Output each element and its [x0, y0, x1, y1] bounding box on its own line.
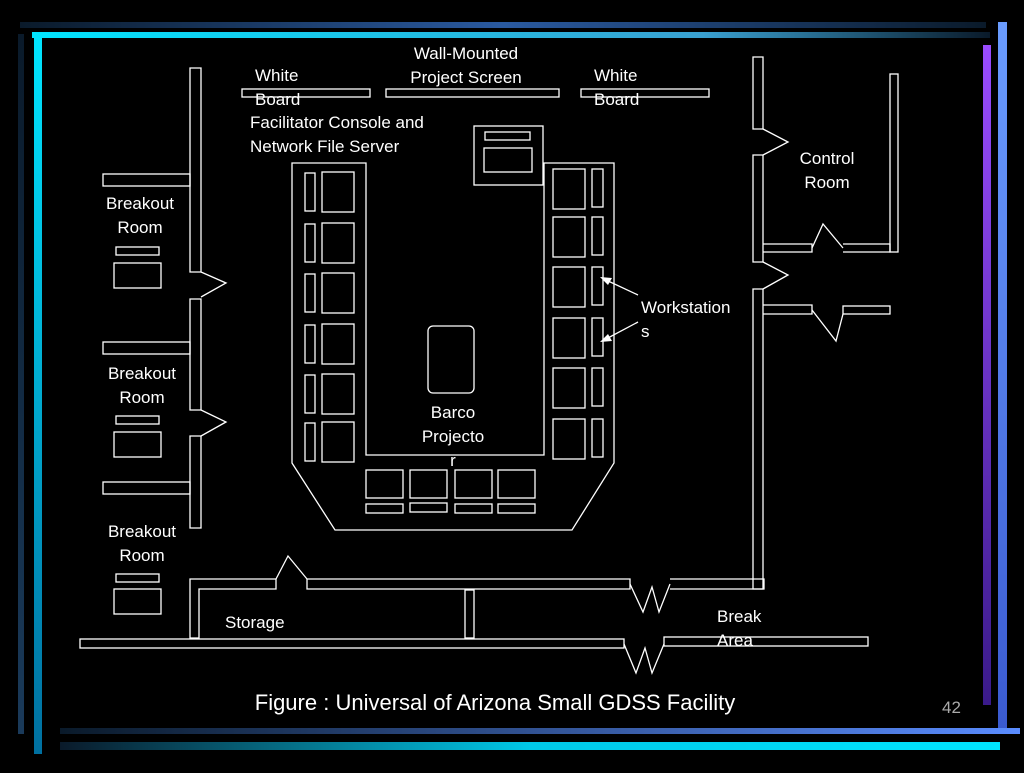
left-wall	[189, 67, 228, 529]
white-board-right-label: White Board	[594, 66, 640, 109]
figure-caption: Figure : Universal of Arizona Small GDSS…	[254, 690, 736, 715]
breakout-room-3-label: Breakout Room	[107, 522, 177, 565]
workstation-arrows	[605, 279, 639, 340]
bottom-workstations	[365, 469, 536, 514]
slide-border-decoration	[18, 22, 1020, 754]
facilitator-console-label: Facilitator Console and Network File Ser…	[250, 113, 424, 156]
control-room-label: Control Room	[799, 149, 855, 192]
wall-mounted-screen-label: Wall-Mounted Project Screen	[410, 44, 522, 87]
right-workstations	[552, 168, 604, 460]
breakout-rooms-shapes	[102, 173, 191, 615]
arrow-heads	[600, 277, 612, 342]
white-board-right-shape	[580, 88, 710, 98]
barco-projector-shape	[427, 325, 475, 394]
bottom-wall	[79, 636, 869, 675]
white-board-left-label: White Board	[255, 66, 301, 109]
breakout-room-2-label: Breakout Room	[107, 364, 177, 407]
main-table-outline	[291, 162, 615, 531]
workstations-label: Workstation s	[641, 298, 731, 341]
white-board-left-shape	[241, 88, 371, 98]
barco-projector-label: Barco Projecto r	[421, 403, 485, 470]
storage-walls	[189, 554, 765, 639]
storage-label: Storage	[225, 613, 285, 632]
breakout-room-1-label: Breakout Room	[105, 194, 175, 237]
left-workstations	[304, 171, 355, 463]
project-screen-shape	[385, 88, 560, 98]
break-area-label: Break Area	[717, 607, 762, 650]
right-wall	[752, 56, 899, 590]
facilitator-console-shape	[473, 125, 544, 186]
page-number: 42	[942, 698, 961, 717]
